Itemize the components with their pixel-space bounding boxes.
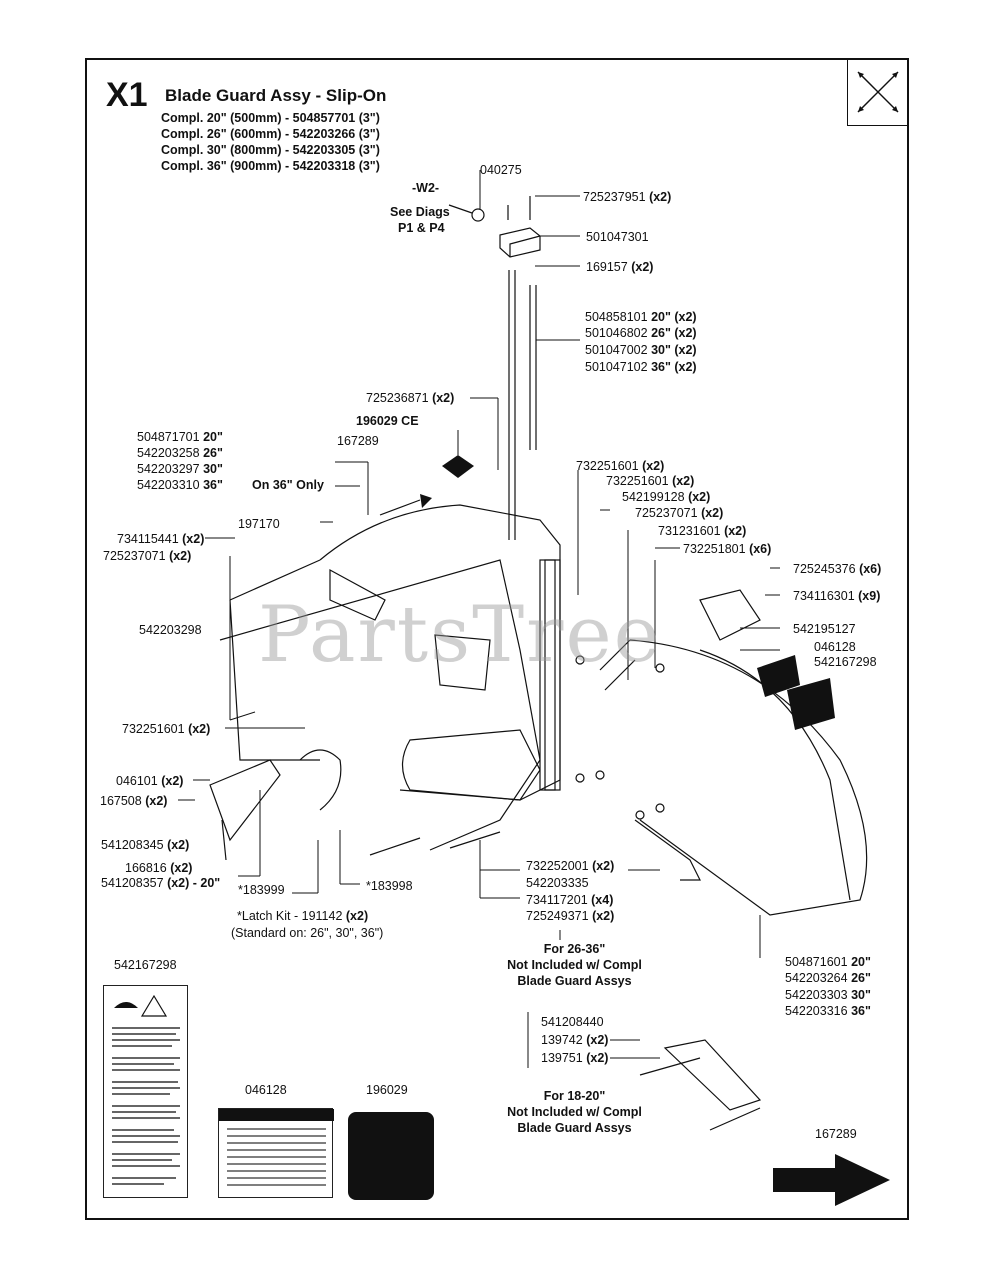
part-139751: 139751 (x2): [541, 1051, 609, 1065]
ref-w2: -W2-: [412, 181, 440, 195]
compl-line-36: Compl. 36" (900mm) - 542203318 (3"): [161, 159, 380, 173]
part-542203298: 542203298: [139, 623, 202, 637]
part-725237071-b: 725237071 (x2): [103, 549, 192, 563]
outer-line-20: 504871601 20": [785, 955, 871, 969]
part-501047301: 501047301: [586, 230, 649, 244]
part-725237071-a: 725237071 (x2): [635, 506, 724, 520]
part-183998: *183998: [366, 879, 413, 893]
part-197170: 197170: [238, 517, 280, 531]
diagram-code: X1: [106, 76, 148, 114]
diagram-title: Blade Guard Assy - Slip-On: [165, 86, 387, 105]
note-26-36: For 26-36" Not Included w/ Compl Blade G…: [507, 942, 642, 988]
note-18-20: For 18-20" Not Included w/ Compl Blade G…: [507, 1089, 642, 1135]
part-139742: 139742 (x2): [541, 1033, 609, 1047]
part-046128: 046128: [814, 640, 856, 654]
compl-line-30: Compl. 30" (800mm) - 542203305 (3"): [161, 143, 380, 157]
part-732251801: 732251801 (x6): [683, 542, 772, 556]
compl-line-26: Compl. 26" (600mm) - 542203266 (3"): [161, 127, 380, 141]
rod-line-30: 501047002 30" (x2): [585, 343, 697, 357]
orientation-compass: [847, 60, 907, 126]
part-542167298: 542167298: [814, 655, 877, 669]
part-732251601-b: 732251601 (x2): [606, 474, 695, 488]
cover-line-36: 542203310 36": [137, 478, 223, 492]
part-167289: 167289: [337, 434, 379, 448]
cover-line-20: 504871701 20": [137, 430, 223, 444]
part-167508: 167508 (x2): [100, 794, 168, 808]
part-196029-ce: 196029 CE: [356, 414, 419, 428]
part-169157: 169157 (x2): [586, 260, 654, 274]
label-196029-caption: 196029: [366, 1083, 408, 1097]
part-732252001: 732252001 (x2): [526, 859, 615, 873]
part-734117201: 734117201 (x4): [526, 893, 614, 907]
outer-line-36: 542203316 36": [785, 1004, 871, 1018]
part-732251601-a: 732251601 (x2): [576, 459, 665, 473]
label-196029-black-plate: [348, 1112, 434, 1200]
see-diags-pages: P1 & P4: [398, 221, 445, 235]
part-046101: 046101 (x2): [116, 774, 184, 788]
part-732251601-c: 732251601 (x2): [122, 722, 211, 736]
cover-line-26: 542203258 26": [137, 446, 223, 460]
part-731231601: 731231601 (x2): [658, 524, 747, 538]
compl-line-20: Compl. 20" (500mm) - 504857701 (3"): [161, 111, 380, 125]
latch-kit-label: *Latch Kit - 191142 (x2): [237, 909, 369, 923]
cover-line-30: 542203297 30": [137, 462, 223, 476]
part-725237951: 725237951 (x2): [583, 190, 672, 204]
label-542167298-caption: 542167298: [114, 958, 177, 972]
diagram-frame: [85, 58, 909, 1220]
part-542203335: 542203335: [526, 876, 589, 890]
partstree-watermark: PartsTree: [258, 590, 662, 680]
part-725245376: 725245376 (x6): [793, 562, 882, 576]
on-36-only-note: On 36" Only: [252, 478, 324, 492]
label-046128-caption: 046128: [245, 1083, 287, 1097]
part-542199128: 542199128 (x2): [622, 490, 711, 504]
latch-kit-standard: (Standard on: 26", 30", 36"): [231, 926, 384, 940]
part-542195127: 542195127: [793, 622, 856, 636]
part-541208345: 541208345 (x2): [101, 838, 190, 852]
part-734116301: 734116301 (x9): [793, 589, 881, 603]
outer-line-30: 542203303 30": [785, 988, 871, 1002]
rod-line-20: 504858101 20" (x2): [585, 310, 697, 324]
part-541208440: 541208440: [541, 1015, 604, 1029]
outer-line-26: 542203264 26": [785, 971, 871, 985]
part-734115441: 734115441 (x2): [117, 532, 205, 546]
warning-label-542167298: [103, 985, 188, 1198]
see-diags-label: See Diags: [390, 205, 450, 219]
part-040275: 040275: [480, 163, 522, 177]
rod-line-26: 501046802 26" (x2): [585, 326, 697, 340]
part-166816: 166816 (x2): [125, 861, 193, 875]
part-541208357: 541208357 (x2) - 20": [101, 876, 221, 890]
part-725236871: 725236871 (x2): [366, 391, 455, 405]
rod-line-36: 501047102 36" (x2): [585, 360, 697, 374]
warning-label-046128: [218, 1108, 334, 1198]
part-725249371: 725249371 (x2): [526, 909, 615, 923]
part-183999: *183999: [238, 883, 285, 897]
next-page-reference: 167289: [815, 1127, 857, 1141]
